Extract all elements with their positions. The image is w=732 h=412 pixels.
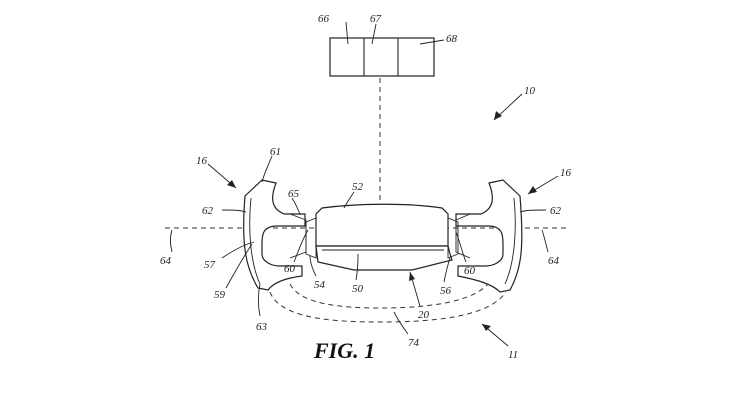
- arrowhead-16-right: [528, 186, 537, 194]
- ref-52: 52: [352, 181, 364, 193]
- arrowhead-10: [494, 111, 502, 120]
- leader-61: [261, 155, 273, 183]
- ref-59: 59: [214, 289, 226, 301]
- ref-63: 63: [256, 321, 268, 333]
- control-box-outline: [329, 37, 435, 77]
- left-grip-inner-contour: [249, 197, 261, 285]
- leader-56: [443, 257, 451, 283]
- reference-numerals: 66 67 68 10 16 61 62 65 52 16 62 64 57 6…: [160, 13, 572, 361]
- ref-64-left: 64: [160, 255, 172, 267]
- ref-50: 50: [352, 283, 364, 295]
- ref-67: 67: [370, 13, 382, 25]
- leader-60-right: [455, 231, 467, 263]
- leader-59: [225, 243, 253, 289]
- arrowhead-20: [409, 272, 415, 281]
- leader-60-left: [293, 229, 309, 263]
- figure-caption: FIG. 1: [313, 338, 375, 363]
- leader-57: [221, 241, 255, 259]
- ref-57: 57: [204, 259, 216, 271]
- ref-16-left: 16: [196, 155, 208, 167]
- leader-67: [371, 23, 377, 45]
- ref-20: 20: [418, 309, 430, 321]
- left-grip-body: [243, 179, 306, 291]
- leader-52: [343, 191, 355, 209]
- ref-65: 65: [288, 188, 300, 200]
- leader-63: [258, 283, 261, 317]
- ref-54: 54: [314, 279, 326, 291]
- ref-60-left: 60: [284, 263, 296, 275]
- left-handle: [243, 179, 307, 291]
- leader-54: [309, 255, 317, 277]
- ref-62-left: 62: [202, 205, 214, 217]
- leader-68: [419, 39, 445, 45]
- left-coupling: [305, 217, 317, 259]
- dashed-loop-74-outer: [269, 291, 507, 323]
- ref-56: 56: [440, 285, 452, 297]
- arrowhead-16-left: [227, 180, 236, 188]
- ref-61: 61: [270, 146, 281, 158]
- control-unit: [329, 37, 435, 77]
- ref-62-right: 62: [550, 205, 562, 217]
- hub-upper-pad: [315, 203, 449, 247]
- ref-66: 66: [318, 13, 330, 25]
- arrowhead-11: [482, 324, 491, 331]
- leader-65: [291, 197, 301, 215]
- ref-74: 74: [408, 337, 420, 349]
- leader-62-left: [221, 209, 247, 213]
- ref-68: 68: [446, 33, 458, 45]
- center-hub: [305, 203, 459, 271]
- leader-74: [393, 311, 409, 335]
- right-grip-body: [455, 179, 523, 293]
- leader-62-right: [519, 209, 547, 213]
- leader-64-left: [170, 229, 173, 253]
- leader-66: [345, 21, 349, 45]
- right-grip-inner-contour: [504, 197, 516, 285]
- ref-60-right: 60: [464, 265, 476, 277]
- right-coupling: [447, 217, 459, 259]
- right-grip-neck: [455, 213, 471, 259]
- leader-lines: [170, 21, 559, 347]
- leader-64-right: [541, 229, 549, 253]
- leader-50: [355, 253, 359, 281]
- dashed-loop-74-inner: [289, 283, 489, 309]
- right-handle: [455, 179, 523, 293]
- ref-64-right: 64: [548, 255, 560, 267]
- ref-16-right: 16: [560, 167, 572, 179]
- ref-10: 10: [524, 85, 536, 97]
- ref-11: 11: [508, 349, 518, 361]
